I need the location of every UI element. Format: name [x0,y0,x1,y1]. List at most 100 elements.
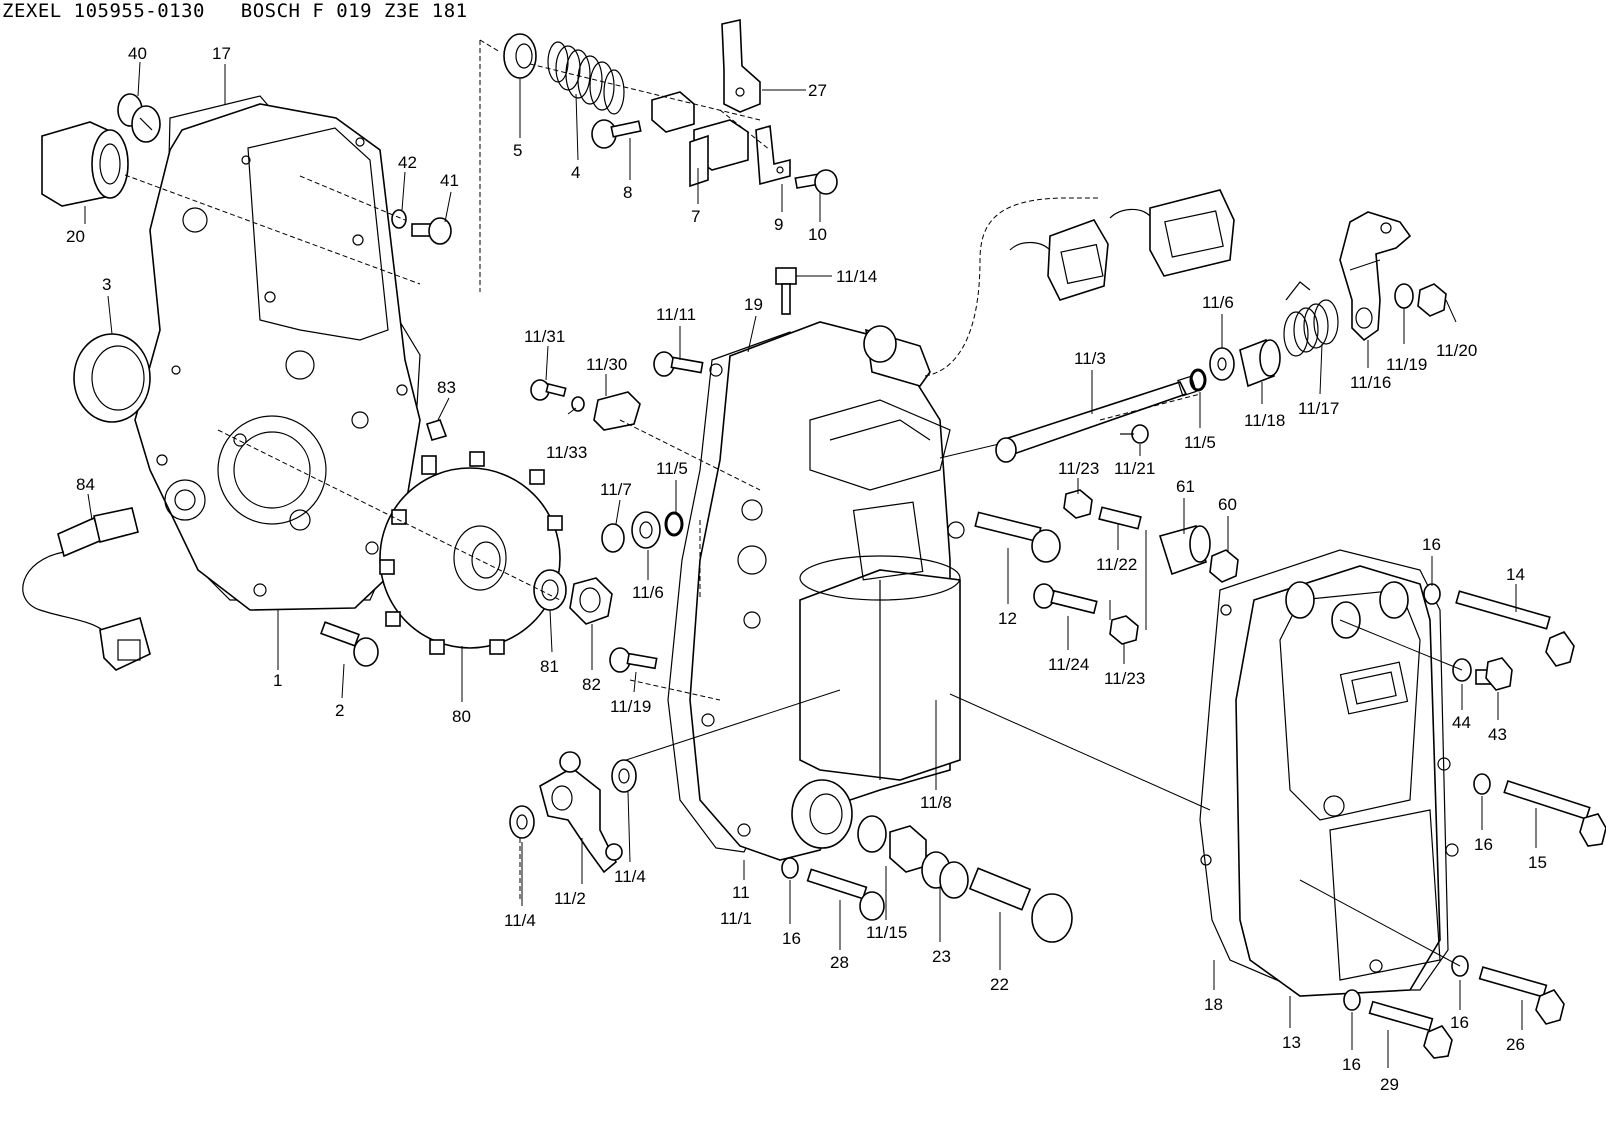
callout-60: 60 [1218,495,1237,514]
callout-11-17: 11/17 [1298,399,1339,418]
callout-18: 18 [1204,995,1223,1014]
callout-11-11: 11/11 [656,305,696,324]
bolt-10 [794,169,838,195]
callout-3: 3 [102,275,111,294]
callout-12: 12 [998,609,1017,628]
callout-11-4a: 11/4 [504,911,536,930]
callout-11-7: 11/7 [600,480,632,499]
washer-11-19b [1394,283,1414,309]
callout-11-19b: 11/19 [1386,355,1427,374]
callout-13: 13 [1282,1033,1301,1052]
plate-11-30 [593,391,641,431]
actuator-housing-group [509,189,1235,943]
callout-43: 43 [1488,725,1507,744]
callout-26: 26 [1506,1035,1525,1054]
callout-11-22: 11/22 [1096,555,1137,574]
washer-11-4b [611,759,637,793]
callout-11-5a: 11/5 [656,459,688,478]
washer-23 [921,851,969,899]
bolt-11-24 [1033,583,1098,615]
wheel-80 [379,451,563,655]
callout-4: 4 [571,163,580,182]
callout-11-3: 11/3 [1074,349,1106,368]
callout-11-6b: 11/6 [1202,293,1234,312]
callout-11-18: 11/18 [1244,411,1285,430]
oring-11-5b [1189,368,1207,392]
bolt-43 [1475,657,1513,691]
banjo-bolt-22 [968,867,1073,943]
leader-lines [84,61,1537,1068]
callout-61: 61 [1176,477,1195,496]
callout-23: 23 [932,947,951,966]
spring-11-17 [1283,281,1339,357]
callout-11-14: 11/14 [836,267,877,286]
callout-19: 19 [744,295,763,314]
callout-27: 27 [808,81,827,100]
callout-11-6a: 11/6 [632,583,664,602]
washer-16a [1423,583,1441,605]
bolt-41 [411,217,452,245]
callout-29: 29 [1380,1075,1399,1094]
callout-84: 84 [76,475,95,494]
callout-11-23b: 11/23 [1104,669,1145,688]
callout-81: 81 [540,657,559,676]
lever-11-2 [539,751,623,874]
callout-44: 44 [1452,713,1471,732]
washer-11-6a [631,511,661,549]
sleeve-61 [1158,525,1211,576]
callout-11: 11 [732,883,750,902]
bolt-2 [320,621,379,667]
screw-11-21 [1120,424,1149,444]
spring-4 [547,41,625,115]
callout-11-20: 11/20 [1436,341,1477,360]
callout-11-24: 11/24 [1048,655,1089,674]
callout-2: 2 [335,701,344,720]
callout-40: 40 [128,44,147,63]
callout-11-5b: 11/5 [1184,433,1216,452]
callout-14: 14 [1506,565,1525,584]
seal-3 [73,333,151,423]
washer-11-33 [571,396,585,412]
plug-11-15 [857,815,927,873]
callout-42: 42 [398,153,417,172]
bolt-14 [1455,590,1575,667]
callout-16b: 16 [1474,835,1493,854]
bolt-11-22 [1098,506,1142,530]
callout-22: 22 [990,975,1009,994]
callout-82: 82 [582,675,601,694]
callout-9: 9 [774,215,783,234]
callout-11-16: 11/16 [1350,373,1391,392]
callout-11-1: 11/1 [720,909,752,928]
bolt-26 [1478,966,1565,1025]
callout-1: 1 [273,671,282,690]
top-spring-group [503,19,838,195]
screw-11-31 [530,379,567,401]
nut-11-20 [1417,283,1447,317]
right-cover-group [949,549,1606,1059]
callout-11-8: 11/8 [920,793,952,812]
callout-11-21: 11/21 [1114,459,1155,478]
block-7 [651,91,749,188]
callout-7: 7 [691,207,700,226]
nut-11-23a [1063,489,1093,519]
callout-16c: 16 [782,929,801,948]
callout-16e: 16 [1450,1013,1469,1032]
callout-11-31: 11/31 [524,327,565,346]
housing-cover-1 [134,103,421,611]
callout-28: 28 [830,953,849,972]
callout-11-15: 11/15 [866,923,907,942]
left-housing-group [22,39,613,671]
callout-11-4b: 11/4 [614,867,646,886]
shaft-11-3 [995,375,1197,463]
bracket-27 [721,19,761,113]
callout-41: 41 [440,171,459,190]
bolt-29 [1368,1000,1453,1059]
connector-plugs [1009,189,1235,301]
callout-16a: 16 [1422,535,1441,554]
washer-16d [1343,989,1361,1011]
nut-82 [569,577,613,625]
callout-16d: 16 [1342,1055,1361,1074]
bolt-8 [591,119,642,149]
washer-11-4a [509,805,535,839]
